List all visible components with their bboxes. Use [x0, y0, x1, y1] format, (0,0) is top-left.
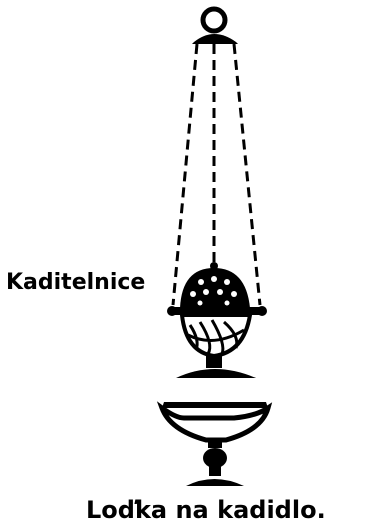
incense-boat	[162, 402, 268, 486]
incense-boat-label: Loďka na kadidlo.	[86, 496, 326, 524]
censer-hanger	[192, 9, 238, 44]
censer-label: Kaditelnice	[6, 270, 145, 295]
censer	[167, 262, 267, 378]
